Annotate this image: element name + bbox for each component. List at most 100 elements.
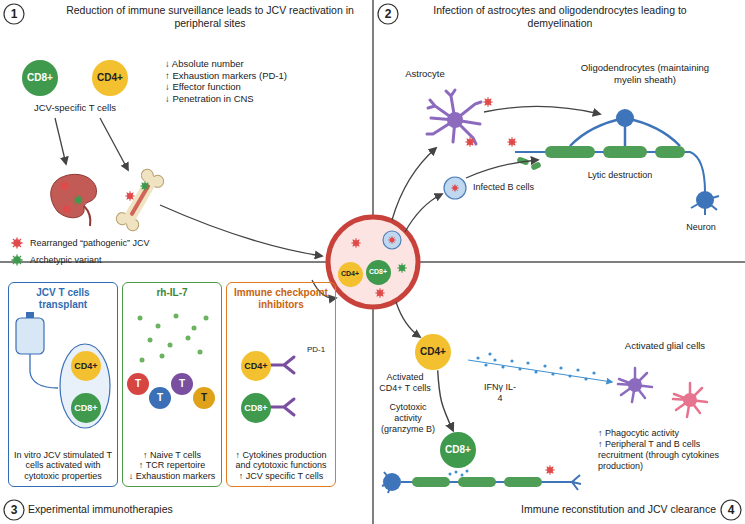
therapy-panel: JCV T cells transplant In vitro JCV stimu… <box>8 282 118 487</box>
pathogenic-virus <box>483 97 492 106</box>
cell-name: CD8+ <box>445 444 471 456</box>
cell-name: CD4+ <box>97 72 123 84</box>
cell-name: CD4+ <box>74 361 97 372</box>
panel-body: In vitro JCV stimulated T cells activate… <box>14 450 112 482</box>
text-line: ↑ Phagocytic activity <box>598 428 736 439</box>
cell-circle: CD8+ <box>241 393 271 423</box>
neuron-body <box>383 473 401 491</box>
text-line: ↓ Effector function <box>165 81 345 93</box>
callout-number: 2 <box>378 4 398 24</box>
text-line: ↑ Cytokines production and cytotoxic fun… <box>232 450 330 472</box>
panel-heading: Immune checkpoint inhibitors <box>232 287 330 311</box>
arrow <box>405 194 442 232</box>
legend-virus-icon <box>10 236 24 250</box>
cell-label: Neuron <box>676 222 726 233</box>
cell-label: Activated glial cells <box>610 340 720 352</box>
glial-cell <box>618 368 652 402</box>
arrow <box>466 160 538 178</box>
cell-label: Oligodendrocytes (maintaining myelin she… <box>580 62 710 85</box>
myelin-fragment <box>530 161 542 171</box>
oligodendrocyte-body <box>616 109 634 127</box>
myelin-sheath <box>603 146 647 158</box>
legend-entry: Archetypic variant <box>10 253 102 267</box>
cell-circle: CD8+ <box>366 260 391 285</box>
cytokine-dots <box>476 352 595 380</box>
text-line: ↑ Peripheral T and B cells recruitment (… <box>598 439 736 472</box>
number-circle <box>721 500 741 520</box>
pathogenic-virus <box>62 204 71 213</box>
cell-name: T <box>135 378 141 390</box>
cell-name: CD8+ <box>27 72 53 84</box>
blood-vessel <box>328 217 418 307</box>
arrow <box>396 302 420 337</box>
iv-bag <box>16 318 44 354</box>
bone <box>114 167 166 233</box>
arrow <box>392 148 436 220</box>
b-cell <box>444 177 466 199</box>
astrocyte-body <box>447 112 463 128</box>
ureter <box>84 206 90 226</box>
archetypic-virus <box>397 263 406 272</box>
text-line: ↓ Absolute number <box>165 58 345 70</box>
effect-list: ↓ Absolute number ↑ Exhaustion markers (… <box>165 58 345 104</box>
therapy-panel: rh-IL-7↑ Naive T cells ↑ TCR repertoire … <box>122 282 222 487</box>
effect-list: ↑ Phagocytic activity ↑ Peripheral T and… <box>598 428 736 472</box>
arrow <box>160 205 322 256</box>
callout-number: 3 <box>4 500 24 520</box>
cell-name: T <box>201 392 207 404</box>
number-circle <box>4 4 24 24</box>
arrow <box>55 118 66 164</box>
cell-circle: CD4+ <box>415 334 451 370</box>
process-label: Cytotoxic activity (granzyme B) <box>378 402 438 435</box>
panel-heading: JCV T cells transplant <box>14 287 112 311</box>
cell-circle: T <box>171 373 193 395</box>
panel-body: ↑ Naive T cells ↑ TCR repertoire ↓ Exhau… <box>128 450 216 482</box>
panel-body: ↑ Cytokines production and cytotoxic fun… <box>232 450 330 482</box>
antibody <box>271 357 294 415</box>
pathogenic-virus <box>125 191 134 200</box>
cell-name: CD8+ <box>369 268 387 276</box>
legend-text: Rearranged “pathogenic” JCV <box>30 238 150 249</box>
process-label: Lytic destruction <box>572 170 668 181</box>
cell-circle: T <box>149 387 171 409</box>
cell-name: CD4+ <box>420 346 446 358</box>
arrow <box>484 106 600 114</box>
section-heading: Reduction of immune surveillance leads t… <box>65 4 355 30</box>
cell-label: Activated CD4+ T cells <box>377 372 433 394</box>
receptor-label: PD-1 <box>300 345 332 355</box>
cell-name: CD4+ <box>244 361 267 372</box>
myelin-sheath <box>545 146 595 158</box>
cell-circle: CD4+ <box>241 351 271 381</box>
section-heading: Experimental immunotherapies <box>28 503 203 516</box>
text-line: ↑ JCV specific T cells <box>232 471 330 482</box>
cell-name: CD4+ <box>341 270 359 278</box>
legend-entry: Rearranged “pathogenic” JCV <box>10 236 150 250</box>
myelin-sheath <box>458 477 496 487</box>
connector-arrow <box>438 370 453 430</box>
cell-name: T <box>157 392 163 404</box>
cell-circle: T <box>193 387 215 409</box>
b-cell <box>383 231 401 249</box>
text-line: ↓ Exhaustion markers <box>128 471 216 482</box>
cell-circle: CD8+ <box>440 432 476 468</box>
text-line: ↑ TCR repertoire <box>128 460 216 471</box>
pathogenic-virus <box>465 137 474 146</box>
text-line: ↓ Penetration in CNS <box>165 93 345 105</box>
pathogenic-virus <box>545 465 554 474</box>
cell-circle: CD4+ <box>338 262 363 287</box>
il7-drops <box>138 314 209 363</box>
cell-circle: CD8+ <box>22 60 58 96</box>
dendrite <box>691 196 719 215</box>
kidney <box>51 174 97 217</box>
cytokine-arrow <box>468 360 612 382</box>
number-circle <box>378 4 398 24</box>
pathogenic-virus <box>351 238 360 247</box>
glial-cell-body <box>683 393 697 407</box>
myelin-sheath <box>412 477 450 487</box>
pathogenic-virus <box>59 181 68 190</box>
callout-number: 1 <box>4 4 24 24</box>
arrow <box>100 118 128 170</box>
